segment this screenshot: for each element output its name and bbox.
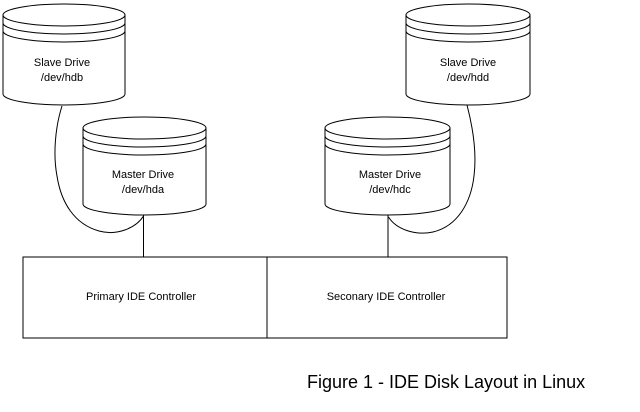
cylinder-top bbox=[324, 116, 451, 140]
primary-ide-controller: Primary IDE Controller bbox=[22, 256, 268, 339]
cylinder-platter-lines bbox=[82, 135, 207, 156]
secondary-ide-controller: Seconary IDE Controller bbox=[266, 256, 508, 339]
drive-label: Master Drive bbox=[359, 169, 421, 181]
drive-hdc: Master Drive /dev/hdc bbox=[324, 116, 451, 216]
cylinder-platter-lines bbox=[405, 22, 531, 43]
drive-hda: Master Drive /dev/hda bbox=[82, 116, 207, 216]
hdb-to-primary-cable bbox=[54, 105, 144, 233]
figure-caption: Figure 1 - IDE Disk Layout in Linux bbox=[307, 372, 585, 392]
controller-label: Seconary IDE Controller bbox=[327, 291, 446, 303]
cylinder-top bbox=[2, 3, 126, 27]
device-label: /dev/hdd bbox=[447, 72, 489, 84]
device-label: /dev/hdc bbox=[369, 184, 411, 196]
cylinder-top bbox=[405, 3, 531, 27]
drive-label: Master Drive bbox=[112, 169, 174, 181]
controller-box bbox=[266, 256, 508, 339]
cylinder-body bbox=[82, 128, 207, 216]
cylinder-body bbox=[324, 128, 451, 216]
cylinder-platter-lines bbox=[324, 135, 451, 156]
controller-label: Primary IDE Controller bbox=[86, 291, 196, 303]
device-label: /dev/hdb bbox=[41, 72, 83, 84]
controller-box bbox=[22, 256, 268, 339]
cylinder-top bbox=[82, 116, 207, 140]
drive-label: Slave Drive bbox=[440, 57, 496, 69]
drive-label: Slave Drive bbox=[34, 57, 90, 69]
cylinder-body bbox=[405, 15, 531, 106]
device-label: /dev/hda bbox=[122, 184, 165, 196]
hdd-to-secondary-cable bbox=[388, 104, 476, 234]
drive-hdb: Slave Drive /dev/hdb bbox=[2, 3, 126, 106]
cylinder-platter-lines bbox=[2, 22, 126, 43]
cylinder-body bbox=[2, 15, 126, 106]
drive-hdd: Slave Drive /dev/hdd bbox=[405, 3, 531, 106]
